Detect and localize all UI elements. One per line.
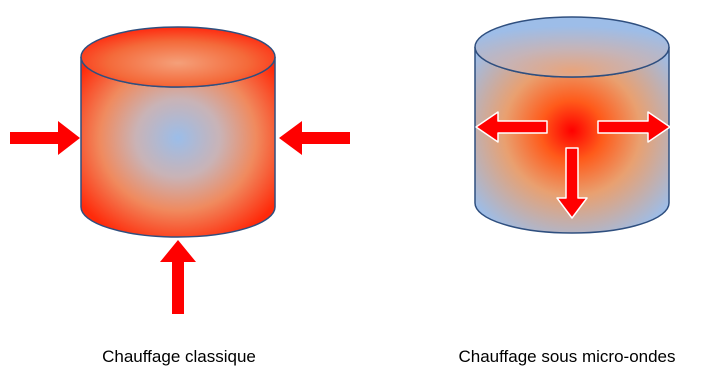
arrow-left-out-icon [475, 111, 548, 143]
arrow-bottom-in-icon [160, 240, 196, 314]
microwave-cylinder [474, 16, 670, 234]
classic-cylinder [80, 26, 276, 238]
arrow-down-out-icon [556, 147, 588, 219]
arrow-right-in-icon [279, 121, 350, 155]
caption-classic-heating: Chauffage classique [102, 347, 256, 366]
arrow-left-in-icon [10, 121, 80, 155]
microwave-cylinder-top [474, 16, 670, 78]
classic-cylinder-top [80, 26, 276, 88]
caption-microwave-heating: Chauffage sous micro-ondes [458, 347, 676, 366]
arrow-right-out-icon [597, 111, 671, 143]
